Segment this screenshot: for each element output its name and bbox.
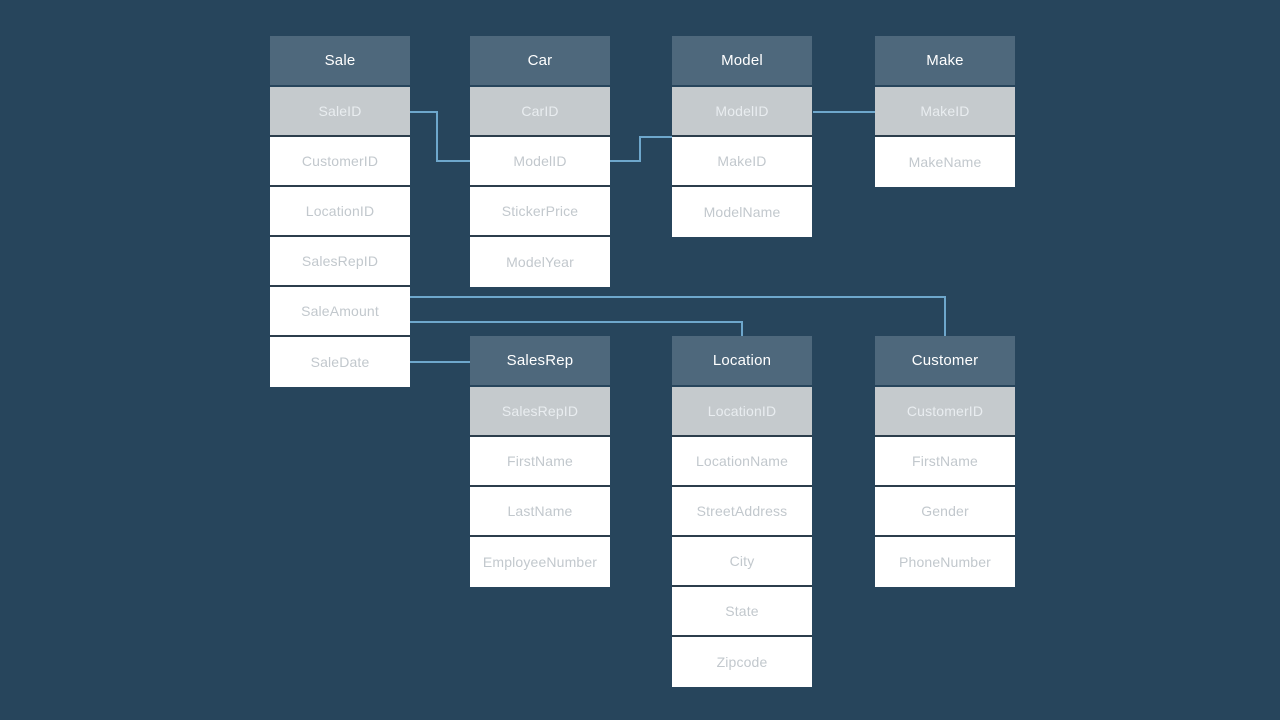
primary-key-field-car-0[interactable]: CarID	[470, 87, 610, 137]
connector-sale-customer	[410, 296, 946, 336]
field-sale-5[interactable]: SaleDate	[270, 337, 410, 387]
field-car-2[interactable]: StickerPrice	[470, 187, 610, 237]
field-make-1[interactable]: MakeName	[875, 137, 1015, 187]
field-location-1[interactable]: LocationName	[672, 437, 812, 487]
field-salesrep-3[interactable]: EmployeeNumber	[470, 537, 610, 587]
field-location-3[interactable]: City	[672, 537, 812, 587]
field-salesrep-2[interactable]: LastName	[470, 487, 610, 537]
entity-header-make: Make	[875, 36, 1015, 87]
entity-header-customer: Customer	[875, 336, 1015, 387]
primary-key-field-sale-0[interactable]: SaleID	[270, 87, 410, 137]
field-sale-2[interactable]: LocationID	[270, 187, 410, 237]
field-customer-1[interactable]: FirstName	[875, 437, 1015, 487]
field-location-5[interactable]: Zipcode	[672, 637, 812, 687]
entity-header-location: Location	[672, 336, 812, 387]
field-car-1[interactable]: ModelID	[470, 137, 610, 187]
primary-key-field-customer-0[interactable]: CustomerID	[875, 387, 1015, 437]
field-sale-4[interactable]: SaleAmount	[270, 287, 410, 337]
entity-header-sale: Sale	[270, 36, 410, 87]
primary-key-field-location-0[interactable]: LocationID	[672, 387, 812, 437]
field-model-2[interactable]: ModelName	[672, 187, 812, 237]
primary-key-field-model-0[interactable]: ModelID	[672, 87, 812, 137]
field-sale-1[interactable]: CustomerID	[270, 137, 410, 187]
entity-header-model: Model	[672, 36, 812, 87]
field-car-3[interactable]: ModelYear	[470, 237, 610, 287]
connector-sale-car	[410, 111, 470, 162]
entity-header-car: Car	[470, 36, 610, 87]
field-sale-3[interactable]: SalesRepID	[270, 237, 410, 287]
primary-key-field-make-0[interactable]: MakeID	[875, 87, 1015, 137]
field-customer-2[interactable]: Gender	[875, 487, 1015, 537]
field-salesrep-1[interactable]: FirstName	[470, 437, 610, 487]
connector-sale-location	[410, 321, 743, 336]
field-location-2[interactable]: StreetAddress	[672, 487, 812, 537]
field-model-1[interactable]: MakeID	[672, 137, 812, 187]
primary-key-field-salesrep-0[interactable]: SalesRepID	[470, 387, 610, 437]
entity-header-salesrep: SalesRep	[470, 336, 610, 387]
connector-car-model	[610, 136, 672, 162]
field-customer-3[interactable]: PhoneNumber	[875, 537, 1015, 587]
field-location-4[interactable]: State	[672, 587, 812, 637]
